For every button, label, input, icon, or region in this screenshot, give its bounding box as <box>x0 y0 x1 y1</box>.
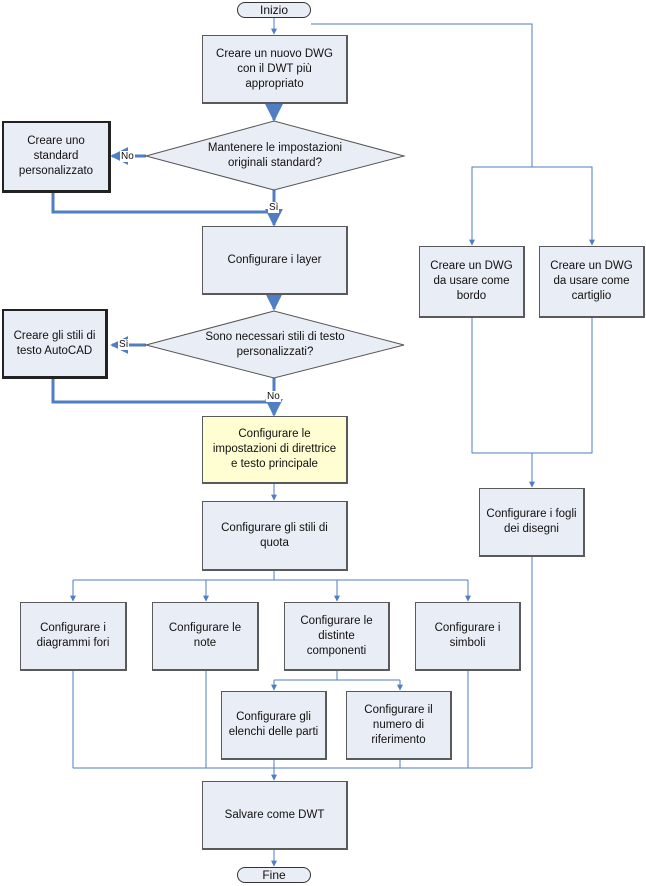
step-layers-text: Configurare i layer <box>227 253 322 266</box>
step-balloons-text: Configurare il numero di riferimento <box>364 703 433 746</box>
step-hole-charts-text: Configurare i diagrammi fori <box>36 622 110 649</box>
decision-custom-text: Sono necessari stili di testo personaliz… <box>190 327 360 363</box>
step-save-dwt: Salvare come DWT <box>202 781 348 850</box>
label-si-1: Sì <box>268 202 280 213</box>
step-dim-styles: Configurare gli stili di quota <box>202 501 348 571</box>
decision-custom-text-text: Sono necessari stili di testo personaliz… <box>205 331 345 358</box>
connector-custom-back <box>51 193 274 214</box>
end-terminal: Fine <box>237 867 311 883</box>
step-titleblock-dwg-text: Creare un DWG da usare come cartiglio <box>550 260 633 302</box>
step-save-dwt-text: Salvare come DWT <box>224 808 325 821</box>
step-notes-text: Configurare le note <box>168 622 242 649</box>
step-titleblock-dwg: Creare un DWG da usare come cartiglio <box>539 246 645 318</box>
step-autocad-text-styles: Creare gli stili di testo AutoCAD <box>2 309 108 379</box>
label-no-2: No <box>266 391 281 402</box>
step-bom-text: Configurare le distinte componenti <box>300 614 373 657</box>
label-si-2: Sì <box>118 339 130 350</box>
start-terminal: Inizio <box>237 2 311 18</box>
step-sheets: Configurare i fogli dei disegni <box>479 488 585 557</box>
step-leader-settings: Configurare le impostazioni di direttric… <box>202 416 348 484</box>
step-new-dwg: Creare un nuovo DWG con il DWT più appro… <box>202 35 348 104</box>
step-bom: Configurare le distinte componenti <box>284 602 390 671</box>
step-hole-charts: Configurare i diagrammi fori <box>20 602 127 671</box>
step-notes: Configurare le note <box>152 602 259 671</box>
step-sheets-text: Configurare i fogli dei disegni <box>486 508 577 535</box>
step-symbols: Configurare i simboli <box>415 602 521 671</box>
decision-keep-standard-shape <box>144 120 406 191</box>
end-label: Fine <box>262 868 286 882</box>
step-symbols-text: Configurare i simboli <box>434 622 501 649</box>
connector-styles-back <box>51 379 274 404</box>
step-custom-standard: Creare uno standard personalizzato <box>2 121 111 193</box>
step-layers: Configurare i layer <box>202 226 348 295</box>
step-new-dwg-text: Creare un nuovo DWG con il DWT più appro… <box>216 47 333 90</box>
decision-custom-text-shape <box>144 310 405 379</box>
step-border-dwg: Creare un DWG da usare come bordo <box>419 246 525 318</box>
step-parts-lists-text: Configurare gli elenchi delle parti <box>228 711 319 738</box>
step-dim-styles-text: Configurare gli stili di quota <box>221 521 328 549</box>
label-no-1: No <box>120 151 135 162</box>
decision-keep-standard-text: Mantenere le impostazioni originali stan… <box>207 142 343 169</box>
step-leader-settings-text: Configurare le impostazioni di direttric… <box>212 428 337 470</box>
step-border-dwg-text: Creare un DWG da usare come bordo <box>430 260 513 302</box>
step-autocad-text-styles-text: Creare gli stili di testo AutoCAD <box>13 329 96 357</box>
step-parts-lists: Configurare gli elenchi delle parti <box>221 691 327 760</box>
step-custom-standard-text: Creare uno standard personalizzato <box>18 135 94 177</box>
step-balloons: Configurare il numero di riferimento <box>346 691 452 760</box>
start-label: Inizio <box>259 3 288 17</box>
decision-keep-standard: Mantenere le impostazioni originali stan… <box>190 138 360 174</box>
